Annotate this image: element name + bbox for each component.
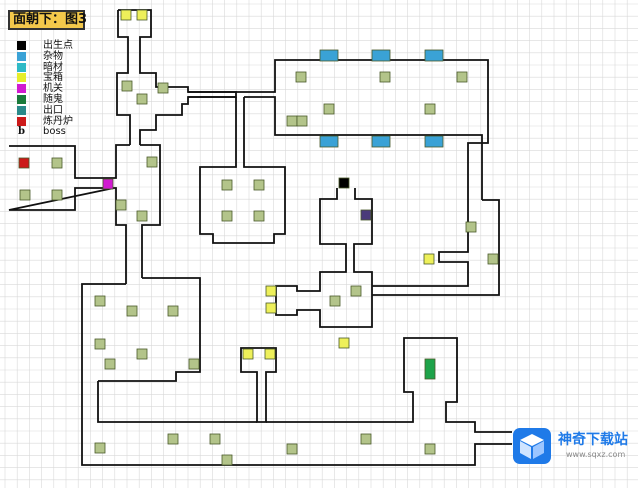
- floor-tile: [221, 454, 233, 466]
- legend-swatch: [17, 84, 26, 94]
- legend-label: 杂物: [43, 50, 63, 62]
- exit-marker: [424, 358, 436, 380]
- floor-tile: [296, 115, 308, 127]
- floor-tile: [253, 210, 265, 222]
- legend-swatch: [17, 62, 26, 72]
- legend-swatch: [17, 105, 26, 115]
- legend-label: 出生点: [43, 40, 73, 51]
- wall-segment: [372, 199, 500, 296]
- treasure-chest: [423, 253, 435, 265]
- floor-tile: [286, 443, 298, 455]
- legend-label: boss: [43, 126, 66, 138]
- legend-label: 炼丹炉: [43, 115, 73, 127]
- wall-segment: [81, 283, 126, 381]
- blue-item: [319, 49, 339, 62]
- floor-tile: [104, 358, 116, 370]
- blue-item: [371, 49, 391, 62]
- floor-tile: [136, 348, 148, 360]
- legend-swatch: [17, 94, 26, 104]
- floor-tile: [136, 93, 148, 105]
- floor-tile: [379, 71, 391, 83]
- wall-segment: [81, 337, 512, 466]
- spawn-point: [338, 177, 350, 189]
- floor-tile: [295, 71, 307, 83]
- floor-tile: [424, 103, 436, 115]
- wall-segment: [188, 96, 483, 200]
- wall-segment: [140, 144, 161, 278]
- floor-tile: [94, 338, 106, 350]
- watermark-url: www.sqxz.com: [566, 450, 626, 459]
- treasure-chest: [265, 302, 277, 314]
- wall-segment: [114, 144, 130, 284]
- treasure-chest: [120, 9, 132, 21]
- floor-tile: [121, 80, 133, 92]
- blue-item: [371, 135, 391, 148]
- floor-tile: [188, 358, 200, 370]
- floor-tile: [167, 305, 179, 317]
- treasure-chest: [338, 337, 350, 349]
- trap-mechanism: [102, 178, 114, 190]
- floor-tile: [323, 103, 335, 115]
- purple-block: [360, 209, 372, 221]
- floor-tile: [146, 156, 158, 168]
- legend-boss-marker: b: [18, 126, 25, 138]
- floor-tile: [51, 189, 63, 201]
- legend-label: 随鬼: [43, 93, 63, 105]
- floor-tile: [221, 210, 233, 222]
- floor-tile: [51, 157, 63, 169]
- floor-tile: [94, 295, 106, 307]
- watermark-name: 神奇下载站: [558, 432, 628, 448]
- floor-tile: [253, 179, 265, 191]
- treasure-chest: [136, 9, 148, 21]
- legend-label: 暗材: [43, 61, 63, 73]
- blue-item: [319, 135, 339, 148]
- wall-segment: [8, 145, 115, 211]
- floor-tile: [487, 253, 499, 265]
- floor-tile: [209, 433, 221, 445]
- treasure-chest: [242, 348, 254, 360]
- floor-tile: [360, 433, 372, 445]
- blue-item: [424, 135, 444, 148]
- blue-item: [424, 49, 444, 62]
- legend-label: 宝箱: [43, 72, 63, 84]
- floor-tile: [350, 285, 362, 297]
- legend-swatch: [17, 41, 26, 50]
- floor-tile: [456, 71, 468, 83]
- floor-tile: [115, 199, 127, 211]
- wall-segment: [116, 10, 131, 145]
- walls: [8, 9, 512, 466]
- floor-tile: [157, 82, 169, 94]
- legend-label: 出口: [43, 104, 63, 116]
- wall-segment: [98, 277, 201, 382]
- floor-tile: [465, 221, 477, 233]
- wall-segment: [188, 59, 489, 200]
- floor-tile: [136, 210, 148, 222]
- floor-tile: [167, 433, 179, 445]
- floor-tile: [19, 189, 31, 201]
- legend-label: 机关: [43, 83, 63, 95]
- floor-tile: [329, 295, 341, 307]
- watermark: 神奇下载站 www.sqxz.com: [512, 426, 634, 466]
- floor-tile: [94, 442, 106, 454]
- wall-segment: [275, 188, 373, 328]
- wall-segment: [199, 97, 286, 244]
- wall-segment: [118, 9, 237, 145]
- map-title: 面朝下：图3: [8, 10, 87, 30]
- treasure-chest: [265, 285, 277, 297]
- legend-swatch: [17, 51, 26, 61]
- floor-tile: [286, 115, 298, 127]
- treasure-chest: [264, 348, 276, 360]
- tiles: [18, 9, 499, 466]
- legend-swatch: [17, 73, 26, 83]
- alchemy-furnace: [18, 157, 30, 169]
- floor-tile: [424, 443, 436, 455]
- floor-tile: [221, 179, 233, 191]
- legend-swatch: [17, 116, 26, 126]
- floor-tile: [126, 305, 138, 317]
- cube-icon: [513, 428, 551, 464]
